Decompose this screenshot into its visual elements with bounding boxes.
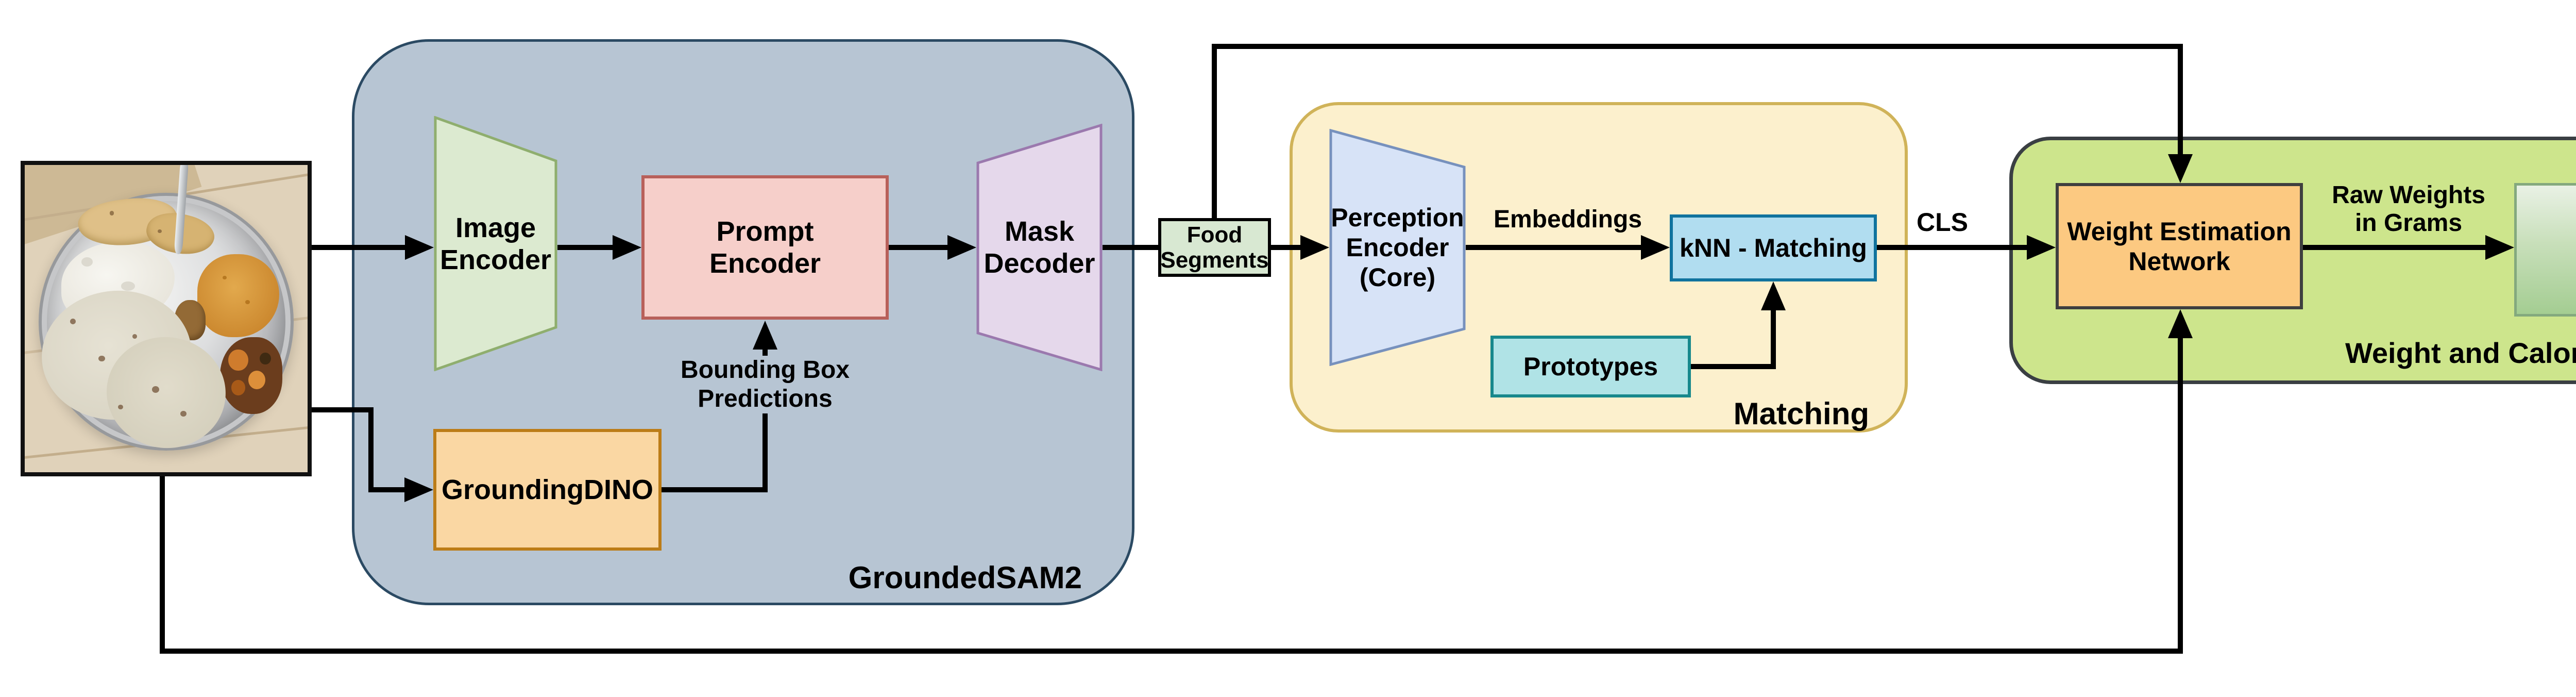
arrowhead-icon bbox=[947, 235, 976, 260]
papad-speck bbox=[109, 211, 114, 215]
curry-chunk bbox=[228, 349, 248, 371]
knn-matching-node: kNN - Matching bbox=[1670, 214, 1877, 281]
edge-photo-feedback bbox=[160, 476, 165, 654]
embeddings-label: Embeddings bbox=[1493, 206, 1642, 233]
edge-photo-to-image-encoder bbox=[312, 245, 407, 250]
matching-label: Matching bbox=[1733, 396, 1869, 431]
arrowhead-icon bbox=[405, 235, 434, 260]
edge-bounding-box-predictions bbox=[762, 348, 768, 358]
rice-texture bbox=[81, 257, 93, 267]
cls-label: CLS bbox=[1917, 208, 1968, 237]
edge-food-segments-to-perception-encoder bbox=[1271, 245, 1302, 250]
edge-raw-weights bbox=[2303, 245, 2487, 250]
arrowhead-icon bbox=[404, 477, 433, 502]
edge-segments-feedback bbox=[1212, 44, 2183, 49]
papad-speck bbox=[158, 229, 162, 234]
chapati-spot bbox=[70, 319, 76, 324]
dal-mound bbox=[197, 254, 280, 337]
calorie-lookup-node: CalorieLookup bbox=[2514, 183, 2576, 317]
dal-speck bbox=[245, 300, 250, 304]
edge-segments-feedback bbox=[1212, 46, 1217, 218]
prototypes-node: Prototypes bbox=[1490, 336, 1691, 397]
grounding-dino-node: GroundingDINO bbox=[433, 429, 662, 551]
chapati-spot bbox=[98, 355, 105, 362]
edge-prototypes-to-knn bbox=[1691, 364, 1776, 369]
input-food-photo bbox=[21, 161, 312, 476]
arrowhead-icon bbox=[613, 235, 641, 260]
edge-bounding-box-predictions bbox=[762, 412, 768, 492]
edge-mask-decoder-to-food-segments bbox=[1103, 245, 1158, 250]
edge-embeddings bbox=[1466, 245, 1643, 250]
arrowhead-icon bbox=[2027, 235, 2056, 260]
edge-bounding-box-predictions bbox=[662, 487, 768, 492]
arrowhead-icon bbox=[1641, 235, 1670, 260]
arrowhead-icon bbox=[2168, 309, 2193, 338]
chapati-spot bbox=[118, 404, 124, 409]
edge-photo-to-grounding-dino bbox=[368, 487, 405, 492]
arrowhead-icon bbox=[1761, 281, 1786, 310]
dal-speck bbox=[223, 275, 227, 279]
arrowhead-icon bbox=[1300, 235, 1329, 260]
edge-photo-feedback bbox=[2178, 337, 2183, 649]
curry-chunk bbox=[231, 380, 246, 395]
edge-photo-to-grounding-dino bbox=[368, 407, 374, 492]
arrowhead-icon bbox=[753, 321, 777, 350]
arrowhead-icon bbox=[2485, 235, 2514, 260]
chapati-spot bbox=[180, 410, 187, 417]
curry-leaf bbox=[259, 352, 271, 365]
edge-photo-feedback bbox=[160, 649, 2183, 654]
arrowhead-icon bbox=[2168, 154, 2193, 183]
edge-photo-to-grounding-dino bbox=[312, 407, 374, 412]
edge-image-encoder-to-prompt-encoder bbox=[557, 245, 615, 250]
edge-prototypes-to-knn bbox=[1771, 309, 1776, 367]
edge-cls bbox=[1877, 245, 2029, 250]
edge-prompt-encoder-to-mask-decoder bbox=[889, 245, 950, 250]
grounded-sam2-label: GroundedSAM2 bbox=[848, 560, 1082, 595]
rice-texture bbox=[121, 281, 135, 291]
curry-chunk bbox=[248, 371, 265, 390]
weight-calorie-estimation-label: Weight and Calorie Estimation bbox=[2345, 337, 2576, 369]
chapati-spot bbox=[152, 386, 160, 393]
chapati-spot bbox=[132, 334, 138, 339]
edge-segments-feedback bbox=[2178, 46, 2183, 155]
